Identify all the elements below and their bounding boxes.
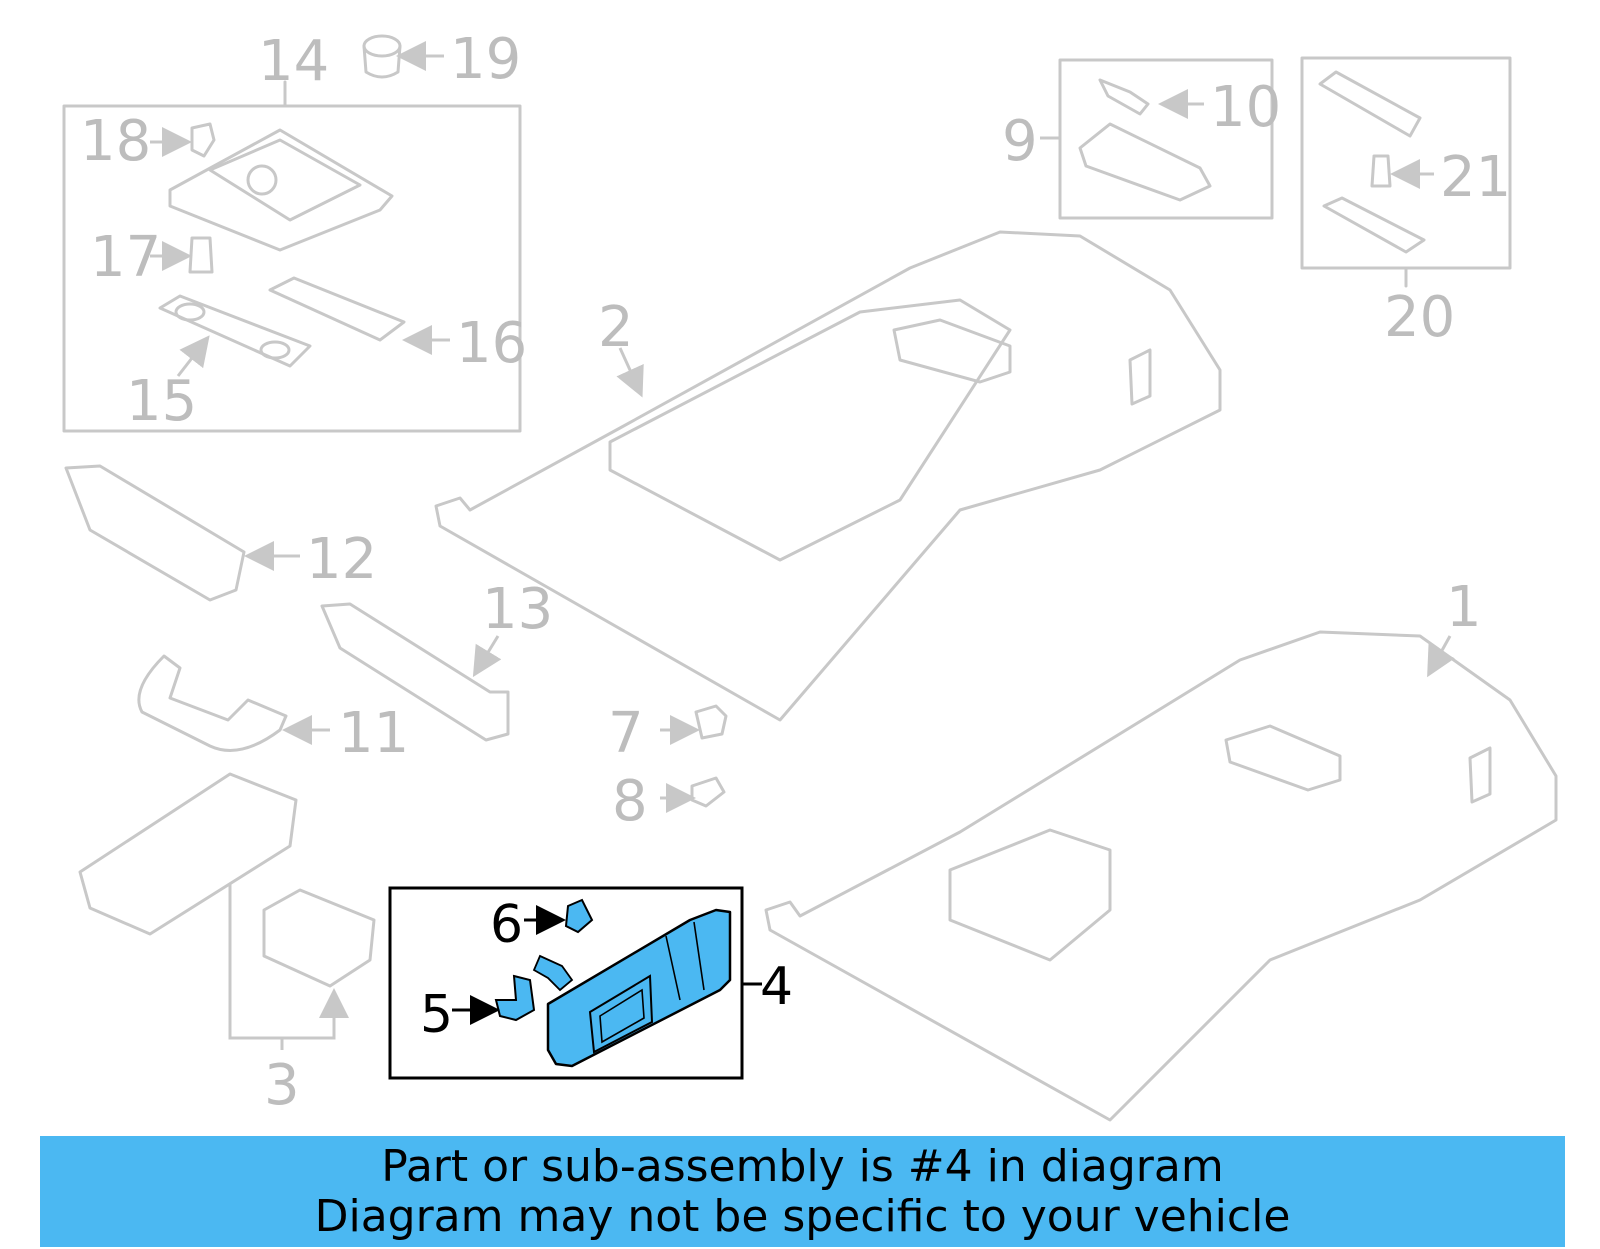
clip-7 <box>694 704 728 740</box>
callout-16: 16 <box>456 311 527 376</box>
callout-21: 21 <box>1440 145 1511 210</box>
group-box-9 <box>1058 58 1274 220</box>
callout-14: 14 <box>258 29 329 94</box>
clip-6 <box>564 898 594 934</box>
banner-line-1: Part or sub-assembly is #4 in diagram <box>381 1140 1224 1192</box>
trim-13 <box>320 602 510 742</box>
headliner-1 <box>764 630 1558 1122</box>
sun-visor-4 <box>532 908 732 1068</box>
lamp-3 <box>78 772 376 988</box>
grab-handle-11 <box>137 654 288 752</box>
group-box-4 <box>388 886 762 1080</box>
clip-8 <box>690 776 726 808</box>
callout-11: 11 <box>338 701 409 766</box>
callout-5: 5 <box>420 985 453 1045</box>
callout-9: 9 <box>1002 109 1038 174</box>
callout-8: 8 <box>612 769 648 834</box>
callout-15: 15 <box>126 369 197 434</box>
holder-5 <box>494 974 536 1022</box>
callout-13: 13 <box>482 577 553 642</box>
bulb-17 <box>188 236 214 274</box>
callout-1: 1 <box>1446 575 1482 640</box>
callout-10: 10 <box>1210 75 1281 140</box>
callout-12: 12 <box>306 527 377 592</box>
callout-6: 6 <box>490 895 523 955</box>
clip-18 <box>190 122 216 158</box>
callout-7: 7 <box>608 701 644 766</box>
callout-18: 18 <box>80 109 151 174</box>
callout-17: 17 <box>90 225 161 290</box>
trim-12 <box>64 464 246 602</box>
banner-line-2: Diagram may not be specific to your vehi… <box>314 1190 1291 1242</box>
group-box-20 <box>1300 56 1512 288</box>
map-lamp-14 <box>168 128 394 252</box>
callout-19: 19 <box>450 27 521 92</box>
headliner-2 <box>434 230 1222 722</box>
callout-2: 2 <box>598 295 634 360</box>
group-box-14 <box>62 80 522 433</box>
callout-20: 20 <box>1384 285 1455 350</box>
callout-3: 3 <box>264 1053 300 1118</box>
info-banner: Part or sub-assembly is #4 in diagram Di… <box>40 1136 1565 1247</box>
lens-16 <box>268 276 406 342</box>
callout-4: 4 <box>760 957 793 1017</box>
clip-19 <box>362 34 402 79</box>
lens-15 <box>158 294 312 368</box>
